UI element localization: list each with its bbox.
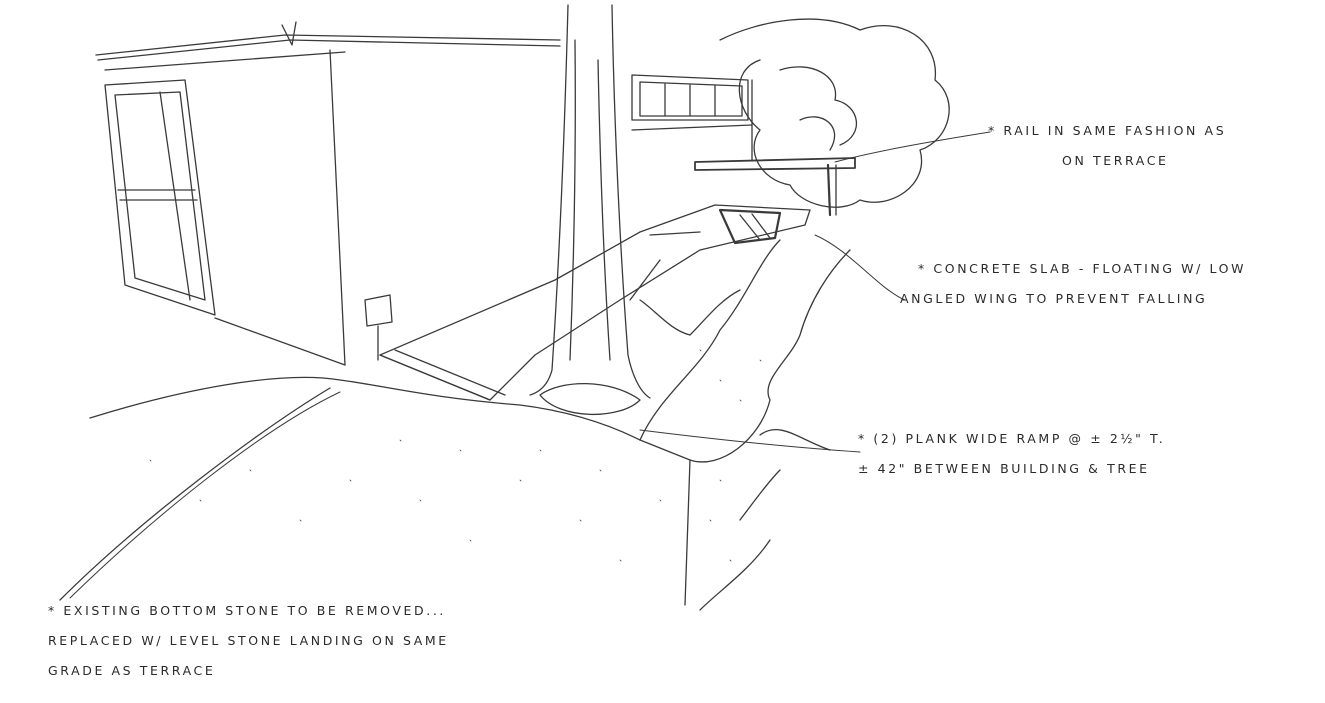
slab-note: * Concrete slab - floating w/ low angled… xyxy=(900,254,1247,314)
ramp-note: * (2) Plank wide ramp @ ± 2½" T. ± 42" b… xyxy=(858,424,1165,484)
rail-note-line-2: on terrace xyxy=(1062,153,1169,168)
rail xyxy=(694,157,856,217)
stone-note-line-3: grade as terrace xyxy=(48,663,216,678)
stone-note-line-1: * Existing bottom stone to be removed... xyxy=(48,603,446,618)
terrain xyxy=(59,239,851,611)
slab-note-line-1: * Concrete slab - floating w/ low xyxy=(918,261,1247,276)
stone-note: * Existing bottom stone to be removed...… xyxy=(48,596,449,686)
leader-ramp xyxy=(639,429,861,453)
leader-rail xyxy=(834,131,991,163)
slab-note-line-2: angled wing to prevent falling xyxy=(900,291,1208,306)
ramp xyxy=(379,204,811,401)
tree xyxy=(529,4,950,416)
rail-note-line-1: * Rail in same fashion as xyxy=(988,123,1227,138)
texture-dots xyxy=(149,349,762,562)
ramp-note-line-2: ± 42" between building & tree xyxy=(858,461,1150,476)
stone-note-line-2: replaced w/ level stone landing on same xyxy=(48,633,449,648)
rail-note: * Rail in same fashion as on terrace xyxy=(988,116,1226,176)
leader-stone xyxy=(69,391,341,599)
building xyxy=(95,21,753,366)
leader-slab xyxy=(814,234,906,301)
ramp-note-line-1: * (2) Plank wide ramp @ ± 2½" T. xyxy=(858,431,1166,446)
